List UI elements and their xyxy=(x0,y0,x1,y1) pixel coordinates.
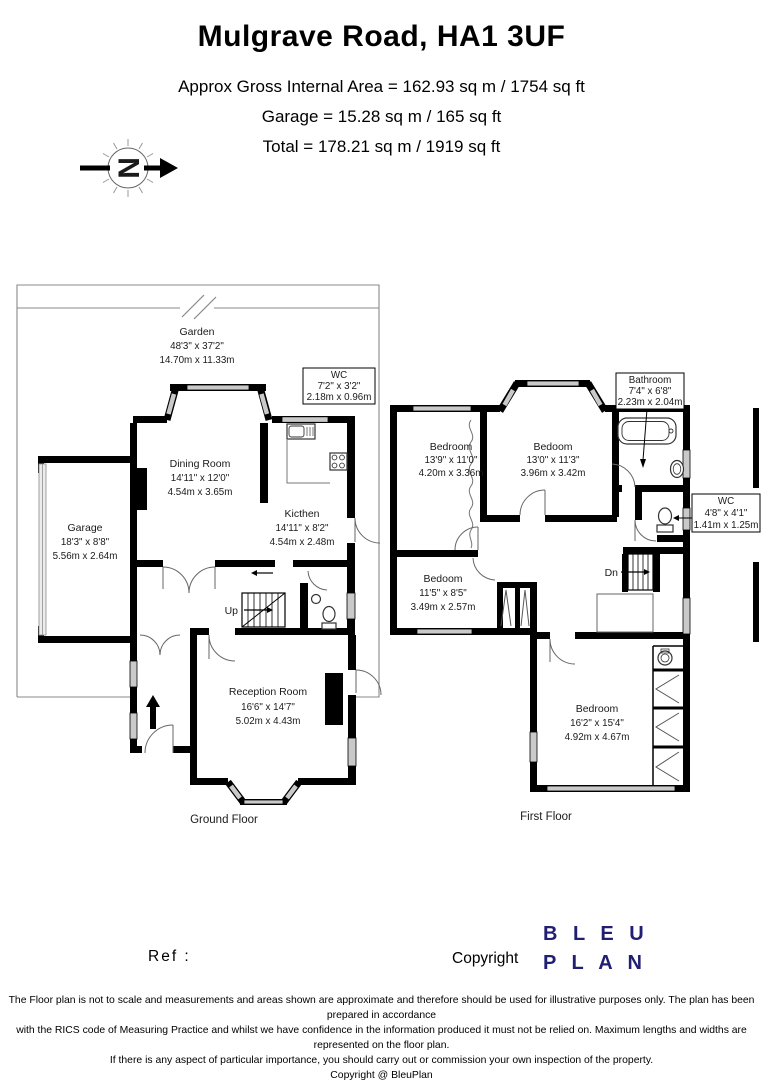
first-floor-callouts xyxy=(615,372,761,533)
wc-ff-label: WC xyxy=(718,496,734,507)
bedroom4-metric: 4.92m x 4.67m xyxy=(565,732,630,743)
garage-label: Garage xyxy=(67,522,102,534)
bathroom-metric: 2.23m x 2.04m xyxy=(618,397,683,408)
wc-label: WC xyxy=(331,370,347,381)
ground-floor-title: Ground Floor xyxy=(190,814,258,826)
wc-metric: 2.18m x 0.96m xyxy=(307,392,372,403)
wc-label-box-ff xyxy=(691,493,761,533)
bedroom1-imperial: 13'9" x 11'0" xyxy=(424,455,478,466)
ref-label: Ref : xyxy=(148,948,191,965)
ground-floor-walls xyxy=(38,384,356,805)
first-floor-title: First Floor xyxy=(520,811,572,823)
kitchen-sink-icon xyxy=(286,423,316,440)
stairs-down xyxy=(596,553,654,633)
compass-arrow-head xyxy=(160,158,178,178)
wavy-wardrobe-line xyxy=(468,419,474,549)
reception-room-label: Reception Room xyxy=(229,686,307,698)
bathtub-icon xyxy=(617,417,677,445)
wc-toilet-icon xyxy=(657,507,673,525)
header: Mulgrave Road, HA1 3UF Approx Gross Inte… xyxy=(0,20,763,162)
bathroom-arrow xyxy=(640,459,646,468)
stairs-up xyxy=(241,592,286,628)
compass-arrow-shaft xyxy=(80,165,110,171)
bedroom1-metric: 4.20m x 3.36m xyxy=(419,468,484,479)
first-floor-doors xyxy=(454,463,657,665)
kitchen-label: Kicthen xyxy=(284,508,319,520)
toilet-icon xyxy=(322,605,336,623)
compass-arrow-shaft2 xyxy=(144,165,160,171)
reception-metric: 5.02m x 4.43m xyxy=(236,716,301,727)
bathroom-label: Bathroom xyxy=(629,375,671,386)
first-floor-windows xyxy=(412,380,691,792)
kitchen-door-arrow xyxy=(251,570,257,576)
stair-banister xyxy=(596,593,654,633)
ground-floor-fixtures xyxy=(146,423,348,729)
first-floor-plan: Bathroom 7'4" x 6'8" 2.23m x 2.04m WC 4'… xyxy=(390,372,761,823)
compass-north-letter: N xyxy=(112,157,145,179)
copyright-label: Copyright xyxy=(452,950,519,967)
disclaimer-line-2: with the RICS code of Measuring Practice… xyxy=(16,1025,747,1051)
garden-boundary xyxy=(16,284,380,698)
bedroom4-label: Bedroom xyxy=(576,703,619,715)
logo-line-2: P L A N xyxy=(543,952,647,974)
garage-imperial: 18'3" x 8'8" xyxy=(61,537,110,548)
bedroom-sink-icon xyxy=(657,650,673,666)
dining-room-label: Dining Room xyxy=(170,458,231,470)
bedroom4-imperial: 16'2" x 15'4" xyxy=(570,718,624,729)
ground-floor-labels: Garden 48'3" x 37'2" 14.70m x 11.33m WC … xyxy=(53,326,376,826)
stove-icon xyxy=(329,452,348,471)
kitchen-metric: 4.54m x 2.48m xyxy=(270,537,335,548)
disclaimer-line-1: The Floor plan is not to scale and measu… xyxy=(8,995,755,1021)
bathroom-sink-icon xyxy=(669,459,685,479)
ground-floor-windows xyxy=(38,384,357,805)
bathroom-imperial: 7'4" x 6'8" xyxy=(629,386,672,397)
wc-ff-imperial: 4'8" x 4'1" xyxy=(705,508,748,519)
closet-door-2 xyxy=(520,589,530,627)
reception-imperial: 16'6" x 14'7" xyxy=(241,702,295,713)
garage-metric: 5.56m x 2.64m xyxy=(53,551,118,562)
bleuplan-logo: B L E U P L A N xyxy=(543,920,649,978)
disclaimer: The Floor plan is not to scale and measu… xyxy=(0,993,763,1083)
dining-metric: 4.54m x 3.65m xyxy=(168,487,233,498)
dining-imperial: 14'11" x 12'0" xyxy=(171,473,230,484)
wc-imperial: 7'2" x 3'2" xyxy=(318,381,361,392)
ground-floor-plan: Garden 48'3" x 37'2" 14.70m x 11.33m WC … xyxy=(16,284,382,826)
first-floor-bay-walls xyxy=(497,381,608,413)
closet-door-1 xyxy=(500,589,512,627)
gross-internal-area: Approx Gross Internal Area = 162.93 sq m… xyxy=(178,77,585,96)
kitchen-imperial: 14'11" x 8'2" xyxy=(275,523,329,534)
garden-metric: 14.70m x 11.33m xyxy=(160,355,235,366)
north-compass-icon: N xyxy=(80,139,178,197)
dn-label: Dn xyxy=(605,567,619,579)
entrance-arrow xyxy=(146,695,160,729)
bedroom3-metric: 3.49m x 2.57m xyxy=(411,602,476,613)
first-floor-labels: Bathroom 7'4" x 6'8" 2.23m x 2.04m WC 4'… xyxy=(411,375,759,823)
cloakroom-sink-icon xyxy=(310,593,322,605)
logo-line-1: B L E U xyxy=(543,923,649,945)
bedroom2-label: Bedoom xyxy=(533,441,572,453)
disclaimer-line-3: If there is any aspect of particular imp… xyxy=(109,1055,654,1066)
garden-label: Garden xyxy=(179,326,214,338)
wardrobes xyxy=(652,645,683,785)
first-floor-fixtures xyxy=(468,417,685,785)
wc-arrow xyxy=(673,515,679,521)
garage-area: Garage = 15.28 sq m / 165 sq ft xyxy=(261,107,502,126)
bathroom-label-box xyxy=(615,372,685,410)
up-label: Up xyxy=(225,605,239,617)
wc-ff-metric: 1.41m x 1.25m xyxy=(694,520,759,531)
ground-floor-doors xyxy=(139,517,382,754)
bedroom3-imperial: 11'5" x 8'5" xyxy=(419,588,467,599)
compass-rays xyxy=(99,139,157,197)
page-title: Mulgrave Road, HA1 3UF xyxy=(197,20,566,53)
bedroom2-metric: 3.96m x 3.42m xyxy=(521,468,586,479)
bedroom3-label: Bedoom xyxy=(423,573,462,585)
bedroom2-imperial: 13'0" x 11'3" xyxy=(526,455,580,466)
total-area: Total = 178.21 sq m / 1919 sq ft xyxy=(262,137,501,156)
disclaimer-line-4: Copyright @ BleuPlan xyxy=(330,1070,433,1081)
wc-label-box xyxy=(302,367,376,405)
bedroom1-label: Bedroom xyxy=(430,441,473,453)
garden-imperial: 48'3" x 37'2" xyxy=(170,341,224,352)
